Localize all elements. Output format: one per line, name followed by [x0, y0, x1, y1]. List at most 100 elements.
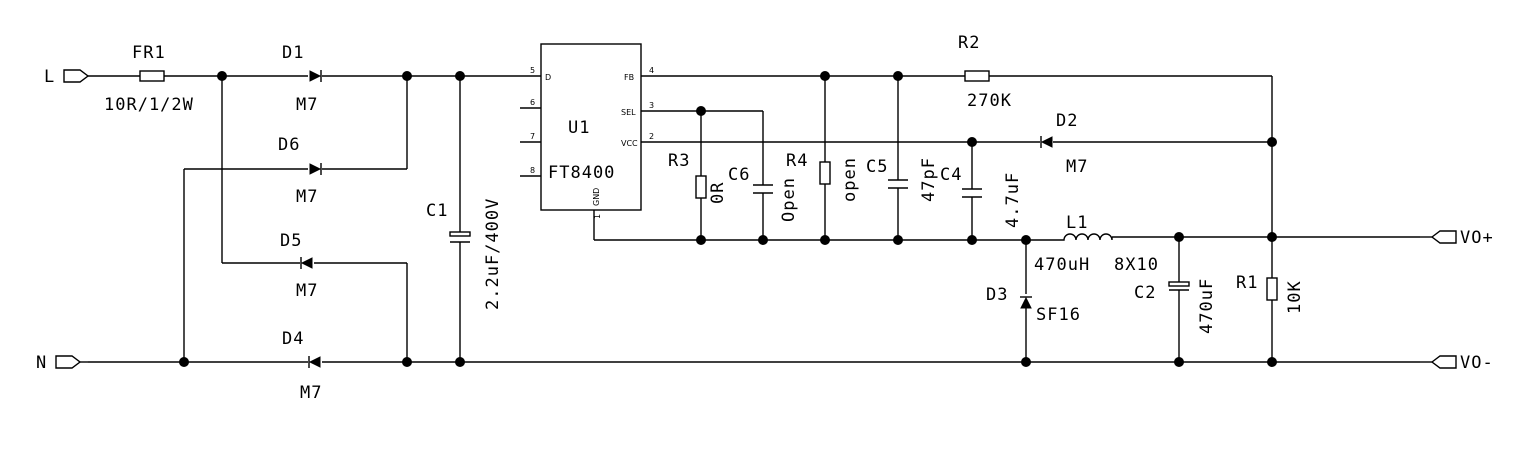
d6-ref: D6	[278, 135, 300, 155]
junction-dot	[696, 106, 706, 116]
u1-pin1-num: 1	[593, 214, 602, 219]
terminal-n: N	[36, 353, 88, 373]
l1-size: 8X10	[1114, 255, 1159, 275]
u1-pin1-name: GND	[592, 188, 601, 206]
junction-dot	[1174, 232, 1184, 242]
resistor-r2: R2 270K	[958, 33, 1012, 111]
junction-dot	[758, 235, 768, 245]
diode-d4: D4 M7	[282, 329, 322, 403]
junction-dot	[893, 235, 903, 245]
junction-dot	[455, 357, 465, 367]
terminal-l: L	[44, 67, 90, 87]
r3-ref: R3	[668, 151, 690, 171]
junction-dot	[217, 71, 227, 81]
r2-value: 270K	[967, 91, 1012, 111]
junction-dot	[1021, 235, 1031, 245]
u1-pin2-name: VCC	[621, 139, 638, 148]
capacitor-c5: C5 47pF	[866, 157, 939, 202]
terminal-vo-pos: VO+	[1430, 228, 1494, 248]
r2-ref: R2	[958, 33, 980, 53]
r4-ref: R4	[786, 151, 808, 171]
u1-pin3-num: 3	[649, 101, 654, 110]
u1-part: FT8400	[548, 163, 615, 183]
u1-pin2-num: 2	[649, 132, 654, 141]
c1-ref: C1	[426, 201, 448, 221]
junction-dot	[696, 235, 706, 245]
junction-dot	[893, 71, 903, 81]
fr1-ref: FR1	[132, 43, 166, 63]
d2-value: M7	[1066, 157, 1088, 177]
c4-value: 4.7uF	[1003, 172, 1023, 228]
resistor-r3: R3 0R	[668, 151, 728, 204]
r1-value: 10K	[1285, 280, 1305, 314]
capacitor-c2: C2 470uF	[1134, 278, 1217, 334]
diode-d6: D6 M7	[278, 135, 322, 207]
u1-pin3-name: SEL	[621, 108, 636, 117]
r3-value: 0R	[708, 182, 728, 204]
junction-dot	[1267, 137, 1277, 147]
c6-value: Open	[779, 177, 799, 222]
terminal-vo-pos-label: VO+	[1460, 228, 1494, 248]
d6-value: M7	[296, 187, 318, 207]
d3-ref: D3	[986, 285, 1008, 305]
r1-ref: R1	[1236, 273, 1258, 293]
d3-value: SF16	[1036, 305, 1081, 325]
junction-dot	[1267, 232, 1277, 242]
d5-ref: D5	[280, 231, 302, 251]
d2-ref: D2	[1056, 111, 1078, 131]
c1-value: 2.2uF/400V	[483, 198, 503, 310]
junctions	[179, 71, 1277, 367]
u1-pin5-num: 5	[530, 66, 535, 75]
terminal-vo-neg: VO-	[1430, 353, 1494, 373]
junction-dot	[1021, 357, 1031, 367]
u1-pin4-num: 4	[649, 66, 654, 75]
junction-dot	[402, 71, 412, 81]
resistor-r4: R4 open	[786, 151, 860, 202]
inductor-l1: L1 470uH 8X10	[1034, 213, 1159, 275]
diode-d1: D1 M7	[282, 43, 322, 115]
c5-ref: C5	[866, 157, 888, 177]
junction-dot	[967, 235, 977, 245]
r4-value: open	[840, 157, 860, 202]
wires	[88, 75, 1432, 363]
junction-dot	[455, 71, 465, 81]
diode-d2: D2 M7	[1040, 111, 1088, 177]
junction-dot	[967, 137, 977, 147]
junction-dot	[1267, 357, 1277, 367]
d4-ref: D4	[282, 329, 304, 349]
u1-ref: U1	[568, 118, 590, 138]
diode-d3: D3 SF16	[986, 285, 1081, 325]
c2-value: 470uF	[1197, 278, 1217, 334]
junction-dot	[179, 357, 189, 367]
junction-dot	[402, 357, 412, 367]
resistor-r1: R1 10K	[1236, 273, 1305, 314]
l1-ref: L1	[1066, 213, 1088, 233]
capacitor-c6: C6 Open	[728, 165, 799, 222]
c6-ref: C6	[728, 165, 750, 185]
c5-value: 47pF	[919, 157, 939, 202]
d5-value: M7	[296, 281, 318, 301]
fuse-resistor-fr1: FR1 10R/1/2W	[104, 43, 194, 115]
capacitor-c4: C4 4.7uF	[940, 165, 1023, 228]
junction-dot	[820, 71, 830, 81]
fr1-value: 10R/1/2W	[104, 95, 194, 115]
d1-ref: D1	[282, 43, 304, 63]
l1-value: 470uH	[1034, 255, 1090, 275]
junction-dot	[820, 235, 830, 245]
terminal-n-label: N	[36, 353, 47, 373]
c2-ref: C2	[1134, 283, 1156, 303]
u1-pin6-num: 6	[530, 98, 535, 107]
c4-ref: C4	[940, 165, 962, 185]
d1-value: M7	[296, 95, 318, 115]
u1-pin7-num: 7	[530, 132, 535, 141]
junction-dot	[1174, 357, 1184, 367]
u1-pin8-num: 8	[530, 166, 535, 175]
u1-pin4-name: FB	[624, 73, 634, 82]
terminal-l-label: L	[44, 67, 55, 87]
u1-pin5-name: D	[545, 73, 551, 82]
diode-d5: D5 M7	[280, 231, 318, 301]
capacitor-c1: C1 2.2uF/400V	[426, 198, 503, 310]
terminal-vo-neg-label: VO-	[1460, 353, 1494, 373]
d4-value: M7	[300, 383, 322, 403]
